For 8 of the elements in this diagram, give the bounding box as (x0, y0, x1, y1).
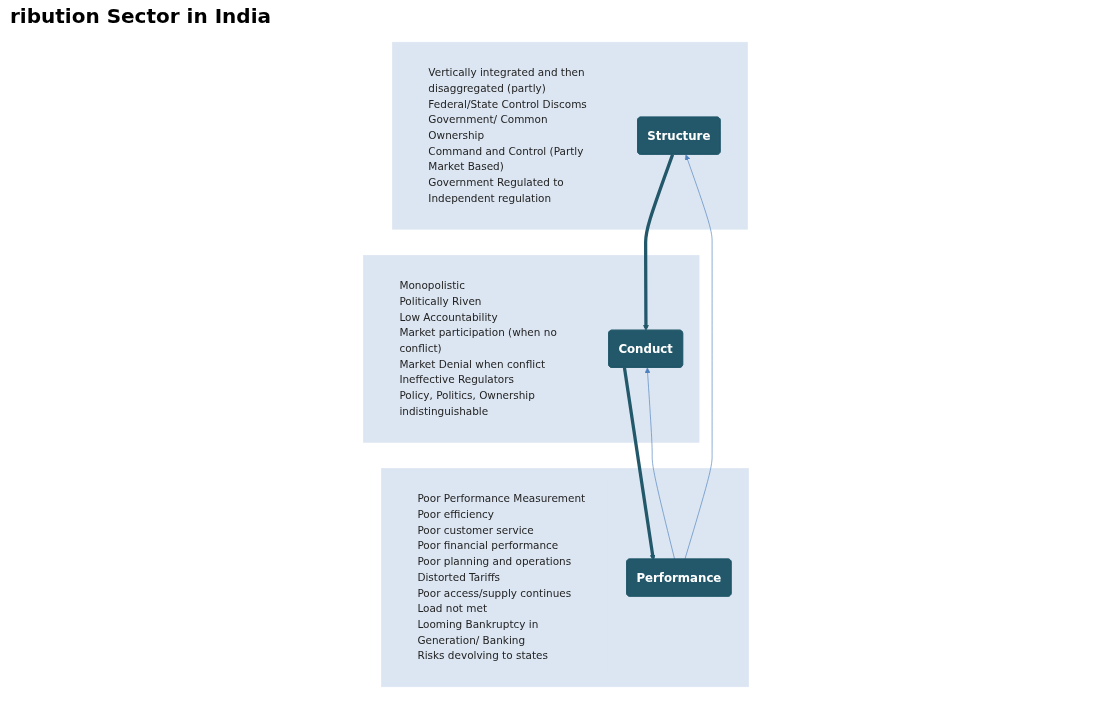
node-text: Vertically integrated and then disaggregated (partly) Federal/State Control Discoms Government/ Common Ownership Command and Control (Partly Market Based) Government Regulated to Independent regulation (428, 65, 587, 204)
cluster (363, 254, 700, 443)
diagram-title: ribution Sector in India (9, 3, 272, 30)
node-text: Monopolistic Politically Riven Low Accountability Market participation (when no conflict) Market Denial when conflict Ineffective Regulators Policy, Politics, Ownership indistinguishable (399, 279, 557, 417)
cluster (392, 41, 748, 229)
node-text: Poor Performance Measurement Poor efficiency Poor customer service Poor financial performance Poor planning and operations Distorted Tariffs Poor access/supply continues Load not met Looming Bankruptcy in Generation/ Banking Risks devolving to states (417, 492, 586, 662)
cluster (381, 467, 749, 687)
arrow (643, 153, 675, 331)
